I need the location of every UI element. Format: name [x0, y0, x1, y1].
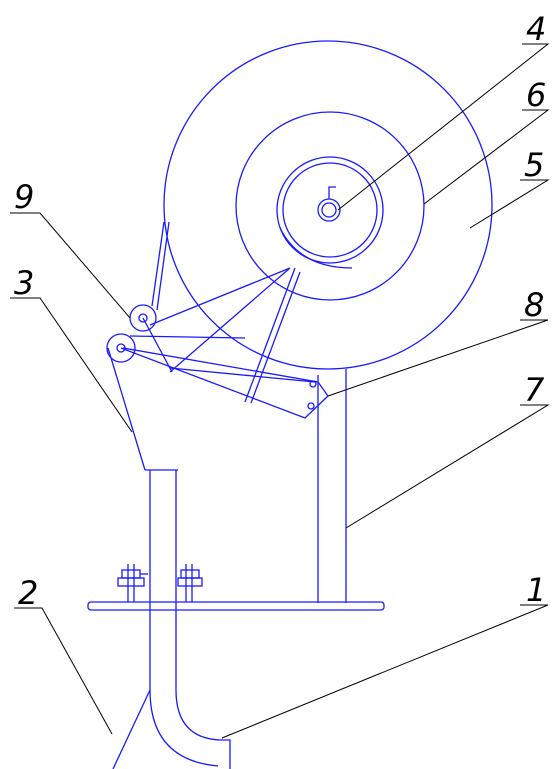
roller-upper-axle — [138, 313, 148, 323]
pivot-lower — [307, 402, 315, 410]
leader-9 — [10, 212, 131, 319]
leader-2 — [14, 607, 113, 735]
bolt-right — [177, 564, 203, 602]
leader-3 — [10, 297, 133, 433]
funnel-left — [107, 347, 146, 471]
bolt-left — [117, 564, 148, 602]
tube-right — [175, 470, 231, 769]
leader-1 — [221, 604, 549, 739]
leaders — [10, 43, 550, 739]
arm-lower-8 — [120, 347, 329, 419]
label-3: 3 — [14, 264, 34, 302]
arm-brace-b — [244, 267, 296, 403]
label-6: 6 — [526, 76, 546, 114]
tape-upper — [151, 221, 165, 307]
arm-mid-rail — [169, 367, 316, 383]
tube-left-1 — [149, 470, 219, 767]
opener-2 — [112, 689, 151, 769]
label-2: 2 — [18, 574, 38, 612]
arm-upper — [149, 267, 291, 326]
label-1: 1 — [526, 571, 546, 609]
arm-brace-b2 — [250, 271, 301, 404]
label-7: 7 — [524, 371, 545, 409]
leader-8 — [327, 319, 549, 397]
label-4: 4 — [526, 10, 546, 48]
shaft-key — [328, 186, 336, 199]
arm-brace-a — [169, 267, 291, 373]
roller-lower — [106, 333, 136, 363]
hub-outer — [276, 156, 384, 264]
shaft-4 — [317, 198, 341, 222]
label-8: 8 — [524, 286, 544, 324]
label-9: 9 — [14, 178, 34, 216]
shaft-bore — [321, 202, 337, 218]
hub-inner — [282, 162, 378, 258]
leader-7 — [345, 404, 550, 529]
arm-link-a — [142, 317, 173, 373]
leader-5 — [469, 179, 550, 229]
label-5: 5 — [524, 146, 544, 184]
pivot-upper — [309, 380, 317, 388]
tape-upper-2 — [156, 221, 170, 311]
drum-ring-6 — [235, 111, 425, 301]
base-plate — [87, 601, 385, 611]
drum-outer-5 — [163, 40, 493, 370]
leader-4 — [337, 43, 550, 211]
leader-6 — [423, 109, 550, 205]
arm-upper-rail — [129, 335, 246, 339]
hub-lower-lip — [279, 227, 353, 269]
